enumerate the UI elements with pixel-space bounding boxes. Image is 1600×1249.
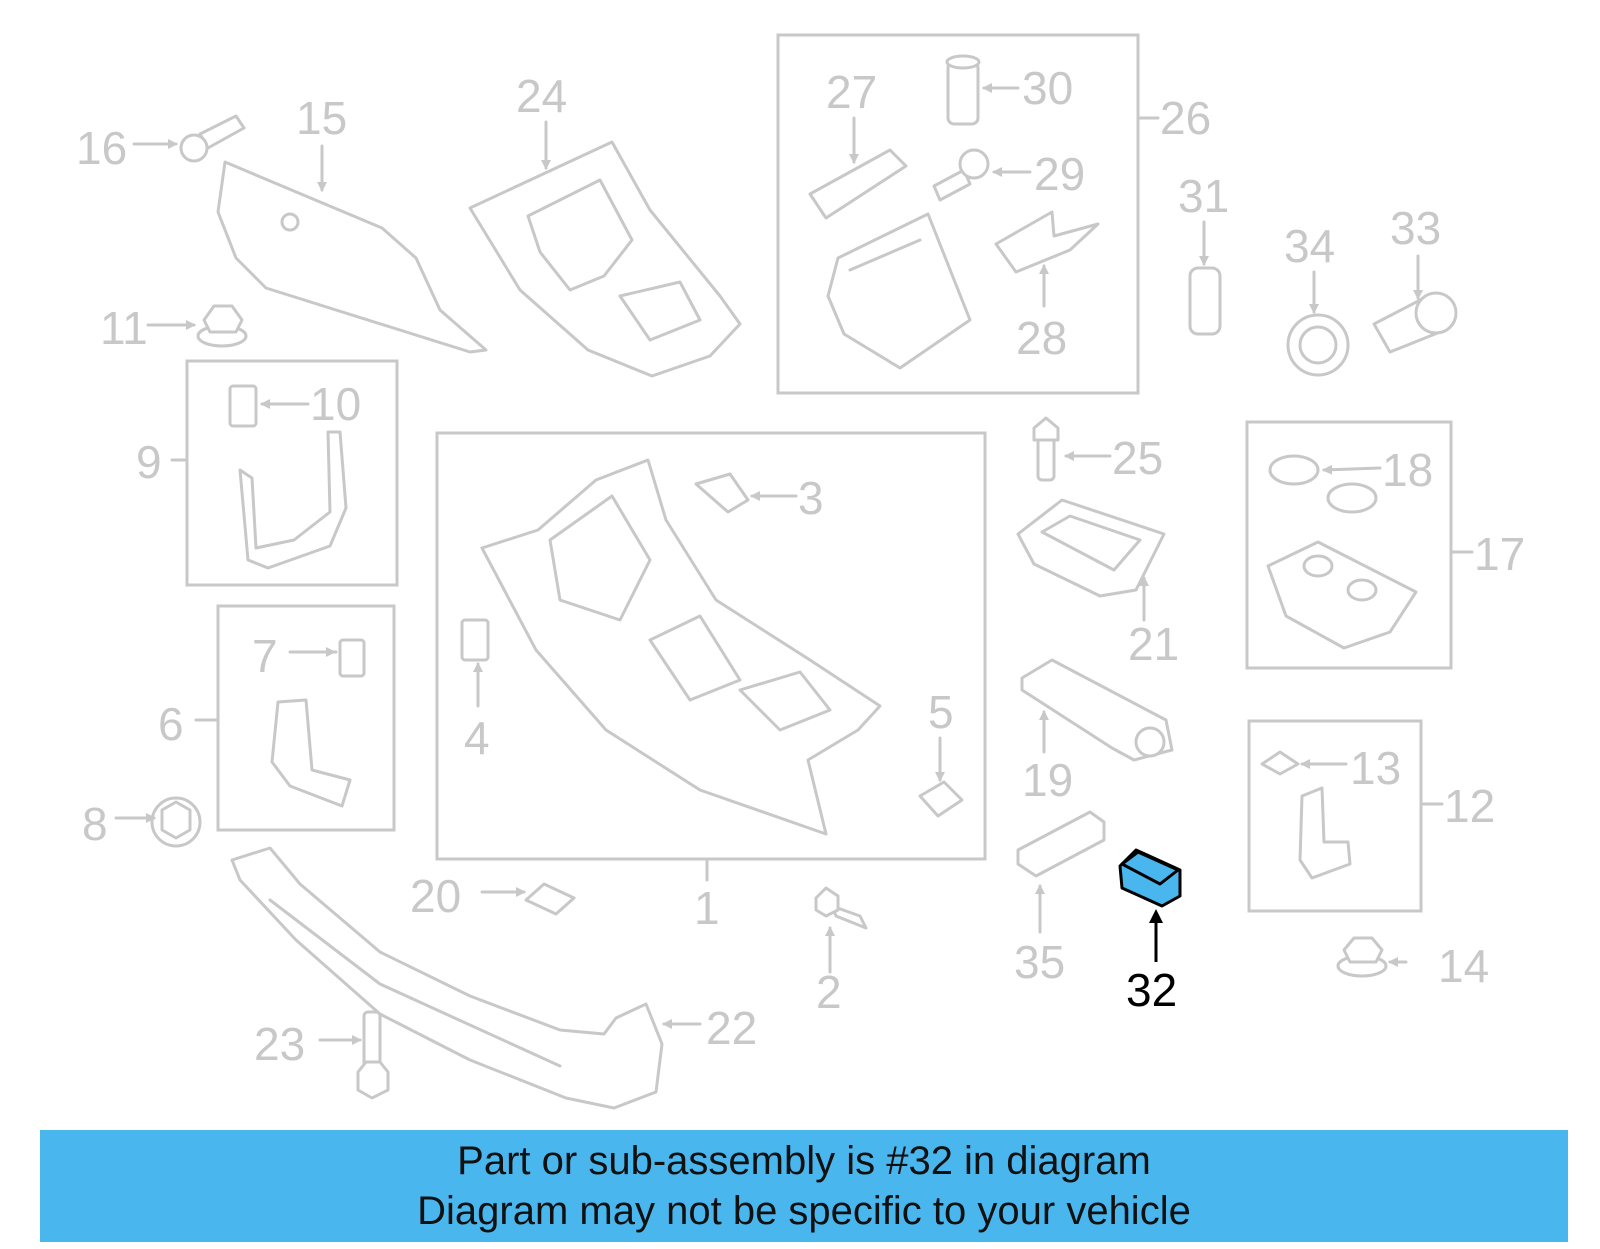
part-3-clip — [694, 472, 750, 514]
label-16: 16 — [76, 122, 127, 174]
part-19-mat — [1020, 658, 1174, 762]
label-11: 11 — [100, 302, 148, 354]
part-10-clip — [228, 384, 258, 428]
label-7: 7 — [252, 630, 278, 682]
part-23-bolt — [356, 1010, 390, 1100]
label-6: 6 — [158, 698, 184, 750]
label-26: 26 — [1160, 92, 1211, 144]
label-12: 12 — [1444, 780, 1495, 832]
part-28-cover — [994, 210, 1100, 274]
label-32: 32 — [1126, 964, 1177, 1016]
part-7-clip — [338, 638, 366, 678]
group-box-6 — [216, 604, 396, 832]
group-box-26 — [776, 33, 1140, 395]
group-box-1 — [435, 431, 987, 861]
label-28: 28 — [1016, 312, 1067, 364]
part-34-ring — [1286, 313, 1350, 377]
part-14-nut — [1336, 936, 1388, 978]
label-5: 5 — [928, 686, 954, 738]
part-15-panel — [216, 160, 488, 354]
label-4: 4 — [464, 712, 490, 764]
label-18: 18 — [1382, 444, 1433, 496]
part-30-clip — [945, 54, 981, 126]
part-22-duct — [230, 846, 664, 1110]
part-21-tray — [1016, 498, 1166, 598]
info-banner: Part or sub-assembly is #32 in diagram D… — [40, 1130, 1568, 1242]
part-24-trim — [468, 140, 742, 378]
part-33-socket — [1372, 291, 1458, 354]
label-8: 8 — [82, 798, 108, 850]
label-20: 20 — [410, 870, 461, 922]
part-2-bolt — [814, 886, 868, 930]
part-labels: 16 15 24 27 30 26 29 31 33 34 11 28 10 9… — [76, 62, 1525, 1070]
banner-line-disclaimer: Diagram may not be specific to your vehi… — [417, 1189, 1191, 1233]
label-15: 15 — [296, 92, 347, 144]
label-21: 21 — [1128, 618, 1179, 670]
label-14: 14 — [1438, 940, 1489, 992]
leader-lines — [114, 83, 1474, 1045]
part-9-bracket — [238, 430, 348, 570]
group-box-9 — [185, 359, 399, 587]
label-34: 34 — [1284, 220, 1335, 272]
part-27-tray — [808, 148, 908, 220]
part-18-gasket — [1268, 454, 1378, 514]
label-35: 35 — [1014, 936, 1065, 988]
part-5-pad — [918, 780, 964, 818]
label-30: 30 — [1022, 62, 1073, 114]
label-13: 13 — [1350, 742, 1401, 794]
label-2: 2 — [816, 966, 842, 1018]
part-17-cupholder — [1266, 540, 1418, 650]
part-11-nut — [196, 304, 248, 348]
part-25-bolt — [1032, 416, 1060, 482]
label-25: 25 — [1112, 432, 1163, 484]
banner-line-part: Part or sub-assembly is #32 in diagram — [457, 1139, 1151, 1183]
part-8-nut — [150, 796, 202, 848]
part-32-highlighted — [1118, 848, 1182, 908]
part-29-bulb — [932, 148, 990, 202]
label-29: 29 — [1034, 148, 1085, 200]
part-4-clip — [460, 618, 490, 662]
label-1: 1 — [694, 882, 720, 934]
parts-diagram: 16 15 24 27 30 26 29 31 33 34 11 28 10 9… — [76, 33, 1525, 1110]
part-1-console — [480, 458, 882, 836]
label-33: 33 — [1390, 202, 1441, 254]
label-27: 27 — [826, 66, 877, 118]
label-22: 22 — [706, 1002, 757, 1054]
part-12-bracket — [1298, 786, 1352, 880]
group-box-17 — [1245, 420, 1453, 670]
part-6-bracket — [270, 698, 352, 808]
part-13-clip — [1260, 750, 1300, 776]
part-35-cover — [1016, 810, 1106, 878]
label-9: 9 — [136, 436, 162, 488]
part-20-pad — [524, 882, 576, 916]
part-16-bolt — [179, 114, 246, 163]
label-24: 24 — [516, 70, 567, 122]
part-26-bracket — [826, 212, 972, 370]
part-31-clip — [1188, 266, 1222, 336]
label-31: 31 — [1178, 170, 1229, 222]
label-19: 19 — [1022, 754, 1073, 806]
label-17: 17 — [1474, 528, 1525, 580]
label-10: 10 — [310, 378, 361, 430]
label-23: 23 — [254, 1018, 305, 1070]
group-box-12 — [1247, 719, 1423, 913]
label-3: 3 — [798, 472, 824, 524]
